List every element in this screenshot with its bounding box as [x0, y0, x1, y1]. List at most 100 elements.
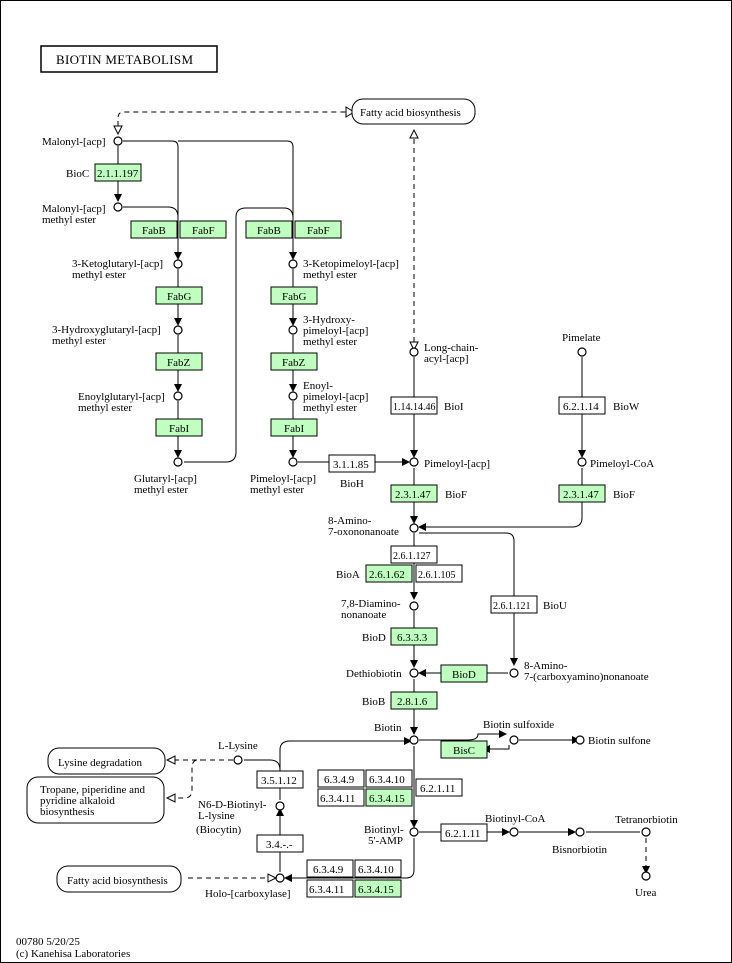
- enzyme-2.6.1.62[interactable]: 2.6.1.62: [365, 564, 413, 583]
- svg-text:BisC: BisC: [453, 745, 475, 757]
- enzyme-fabZ-right[interactable]: FabZ: [270, 352, 318, 371]
- compound-labels: Malonyl-[acp] Malonyl-[acp] methyl ester…: [42, 136, 678, 900]
- node-biocytin[interactable]: [275, 801, 285, 811]
- label-enoylpimeloyl-2: pimeloyl-[acp]: [303, 391, 368, 403]
- node-pimeloyl-coa[interactable]: [577, 457, 587, 467]
- label-diamino-1: 7,8-Diamino-: [341, 598, 401, 610]
- map-title: BIOTIN METABOLISM: [56, 52, 193, 67]
- svg-text:FabG: FabG: [282, 291, 307, 303]
- enzyme-6.3.4.11-b[interactable]: 6.3.4.11: [306, 879, 354, 898]
- node-bisnorbiotin[interactable]: [575, 827, 585, 837]
- label-malonyl-acp: Malonyl-[acp]: [42, 136, 106, 148]
- node-pimeloyl-acp[interactable]: [409, 457, 419, 467]
- enzyme-6.2.1.14[interactable]: 6.2.1.14: [558, 396, 606, 415]
- enzyme-2.8.1.6[interactable]: 2.8.1.6: [390, 691, 438, 710]
- svg-text:2.6.1.127: 2.6.1.127: [393, 551, 431, 562]
- enzyme-fabF-right[interactable]: FabF: [294, 220, 342, 239]
- node-tetranorbiotin[interactable]: [641, 827, 651, 837]
- label-diamino-2: nonanoate: [341, 609, 386, 621]
- node-amino-oxo[interactable]: [409, 523, 419, 533]
- enzyme-1.14.14.46[interactable]: 1.14.14.46: [390, 396, 438, 415]
- map-fatty-acid-bottom[interactable]: Fatty acid biosynthesis: [56, 865, 182, 893]
- enzyme-3.1.1.85[interactable]: 3.1.1.85: [328, 454, 376, 473]
- node-biotin-sulfone[interactable]: [575, 735, 585, 745]
- compound-nodes: [113, 136, 651, 883]
- enzyme-6.3.4.15-a[interactable]: 6.3.4.15: [365, 788, 413, 807]
- node-dethiobiotin[interactable]: [409, 668, 419, 678]
- enzyme-fabF-left[interactable]: FabF: [179, 220, 227, 239]
- enzyme-fabG-left[interactable]: FabG: [155, 286, 203, 305]
- node-enoylpimeloyl[interactable]: [288, 391, 298, 401]
- map-lysine-degradation[interactable]: Lysine degradation: [47, 747, 166, 775]
- node-enoylglutaryl[interactable]: [173, 391, 183, 401]
- node-glutaryl[interactable]: [173, 457, 183, 467]
- label-pimeloyl-acp-me-1: Pimeloyl-[acp]: [250, 473, 316, 485]
- enzyme-6.2.1.11-b[interactable]: 6.2.1.11: [440, 823, 488, 842]
- enzyme-6.3.4.9-b[interactable]: 6.3.4.9: [306, 859, 354, 878]
- enzyme-2.3.1.47-right[interactable]: 2.3.1.47: [558, 484, 606, 503]
- node-l-lysine[interactable]: [233, 755, 243, 765]
- enzyme-2.6.1.105[interactable]: 2.6.1.105: [415, 564, 463, 583]
- enzyme-6.3.4.15-b[interactable]: 6.3.4.15: [354, 879, 402, 898]
- open-arrow-longchain: [409, 341, 419, 352]
- node-pimelate[interactable]: [577, 347, 587, 357]
- label-bioC: BioC: [66, 168, 89, 180]
- svg-text:6.3.4.15: 6.3.4.15: [369, 793, 405, 805]
- label-bioW: BioW: [613, 401, 640, 413]
- svg-text:6.3.4.11: 6.3.4.11: [309, 884, 344, 896]
- enzyme-fabB-right[interactable]: FabB: [245, 220, 293, 239]
- enzyme-2.6.1.121[interactable]: 2.6.1.121: [490, 595, 538, 614]
- label-bioB: BioB: [362, 696, 385, 708]
- enzyme-3.4[interactable]: 3.4.-.-: [256, 834, 304, 853]
- enzyme-2.3.1.47-left[interactable]: 2.3.1.47: [390, 484, 438, 503]
- label-enoylglutaryl-1: Enoylglutaryl-[acp]: [78, 391, 165, 403]
- enzyme-fabI-right[interactable]: FabI: [270, 418, 318, 437]
- enzyme-6.3.4.9-a[interactable]: 6.3.4.9: [317, 769, 365, 788]
- enzyme-fabG-right[interactable]: FabG: [270, 286, 318, 305]
- label-amino-oxo-1: 8-Amino-: [328, 515, 372, 527]
- label-pimelate: Pimelate: [562, 332, 601, 344]
- svg-text:6.3.3.3: 6.3.3.3: [397, 632, 428, 644]
- enzyme-6.2.1.11-a[interactable]: 6.2.1.11: [415, 778, 463, 797]
- map-tropane[interactable]: Tropane, piperidine and pyridine alkaloi…: [26, 776, 165, 824]
- enzyme-fabZ-left[interactable]: FabZ: [155, 352, 203, 371]
- svg-text:FabI: FabI: [169, 423, 190, 435]
- svg-text:6.3.4.11: 6.3.4.11: [320, 793, 355, 805]
- node-diamino[interactable]: [409, 601, 419, 611]
- enzyme-2.6.1.127[interactable]: 2.6.1.127: [390, 545, 438, 564]
- svg-text:2.1.1.197: 2.1.1.197: [97, 168, 139, 180]
- label-bioF-left: BioF: [445, 489, 467, 501]
- enzyme-fabB-left[interactable]: FabB: [130, 220, 178, 239]
- enzyme-fabI-left[interactable]: FabI: [155, 418, 203, 437]
- node-ketopimeloyl[interactable]: [288, 259, 298, 269]
- label-bioA: BioA: [336, 569, 360, 581]
- map-fatty-acid-top[interactable]: Fatty acid biosynthesis: [351, 98, 476, 125]
- node-biotinyl-coa[interactable]: [509, 827, 519, 837]
- node-ketoglutaryl[interactable]: [173, 259, 183, 269]
- node-hydroxyglutaryl[interactable]: [173, 325, 183, 335]
- node-malonyl-acp-me[interactable]: [113, 202, 123, 212]
- enzyme-bisC[interactable]: BisC: [440, 740, 488, 759]
- node-biotinyl-amp[interactable]: [409, 827, 419, 837]
- node-hydroxypimeloyl[interactable]: [288, 325, 298, 335]
- node-biotin[interactable]: [409, 735, 419, 745]
- enzyme-3.5.1.12[interactable]: 3.5.1.12: [256, 770, 304, 789]
- node-urea[interactable]: [641, 871, 651, 881]
- node-holo-carboxylase[interactable]: [275, 873, 285, 883]
- node-pimeloyl-acp-me[interactable]: [288, 457, 298, 467]
- node-carboxyamino[interactable]: [509, 668, 519, 678]
- enzyme-2.1.1.197[interactable]: 2.1.1.197: [94, 163, 142, 182]
- node-biotin-sulfoxide[interactable]: [509, 735, 519, 745]
- enzyme-6.3.4.10-b[interactable]: 6.3.4.10: [354, 859, 402, 878]
- node-longchain[interactable]: [409, 347, 419, 357]
- svg-text:6.3.4.9: 6.3.4.9: [313, 864, 344, 876]
- enzyme-6.3.4.11-a[interactable]: 6.3.4.11: [317, 788, 365, 807]
- label-biocytin-1: N6-D-Biotinyl-: [198, 799, 267, 811]
- svg-text:FabB: FabB: [257, 225, 281, 237]
- enzyme-bioD[interactable]: BioD: [440, 664, 488, 683]
- enzyme-6.3.4.10-a[interactable]: 6.3.4.10: [365, 769, 413, 788]
- node-malonyl-acp[interactable]: [113, 136, 123, 146]
- enzyme-6.3.3.3[interactable]: 6.3.3.3: [390, 627, 438, 646]
- footer-code-date: 00780 5/20/25: [16, 936, 80, 948]
- map-links: Fatty acid biosynthesis Lysine degradati…: [26, 98, 476, 893]
